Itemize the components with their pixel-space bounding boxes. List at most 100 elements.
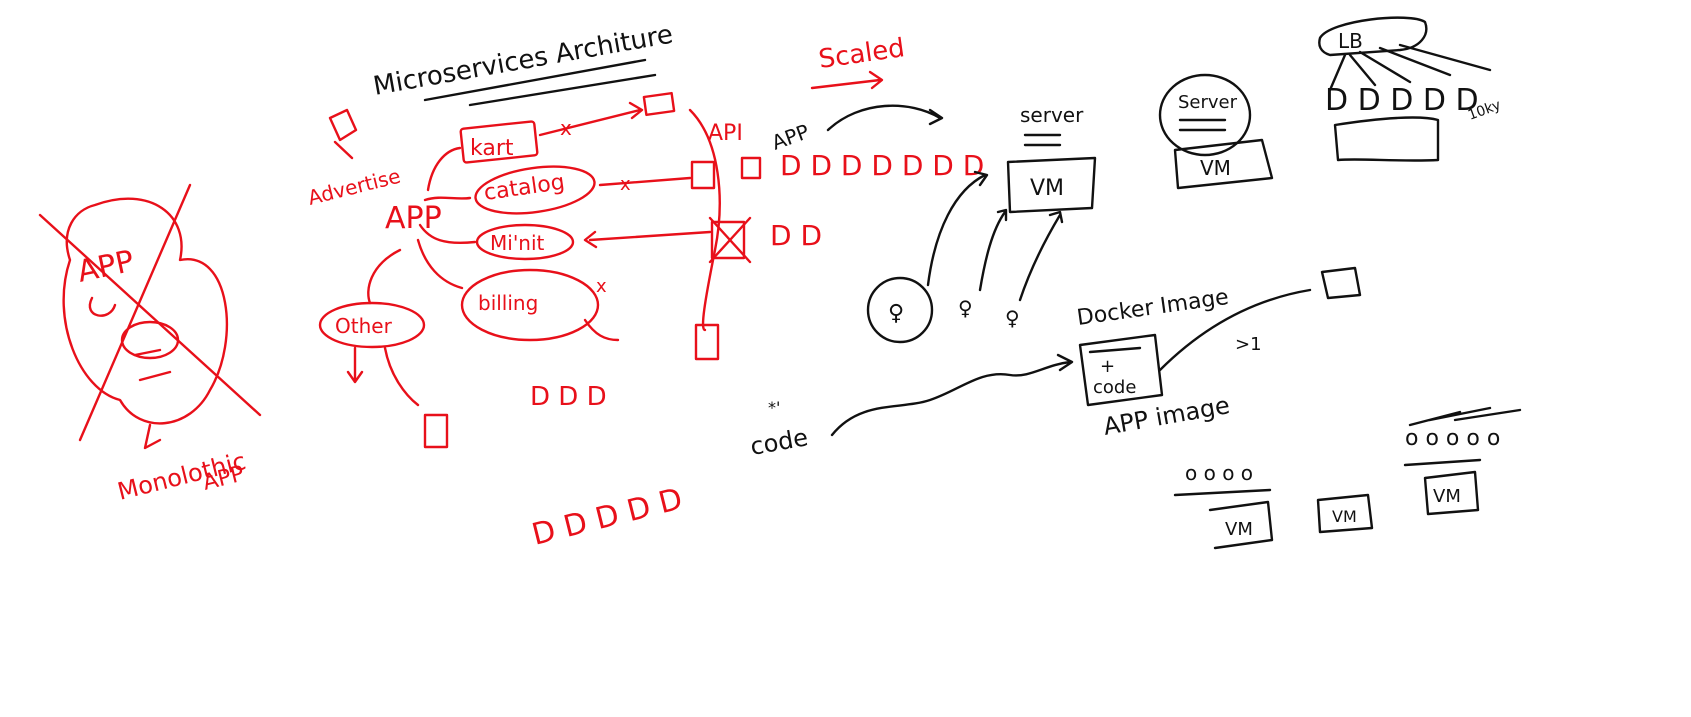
scaled-arrow bbox=[810, 70, 884, 90]
monolith-cross-line-1 bbox=[38, 213, 262, 417]
vm-row-divider-1 bbox=[1173, 488, 1272, 497]
micro-app-label: APP bbox=[385, 201, 442, 236]
user-icon-2: ♀ bbox=[958, 296, 973, 320]
monolith-arrow-curve bbox=[88, 296, 117, 317]
lb-backend-box bbox=[1333, 116, 1440, 162]
api-bracket bbox=[688, 108, 721, 332]
arrow-minit-api bbox=[583, 230, 712, 249]
db-icon bbox=[642, 91, 676, 117]
api-label: API bbox=[708, 121, 743, 146]
arrow-catalog-api bbox=[598, 176, 692, 187]
lb-backend-instances: D D D D D bbox=[1325, 83, 1479, 118]
arrow-app-kart bbox=[426, 146, 462, 192]
service-billing-oval bbox=[460, 268, 600, 342]
scaled-label: Scaled bbox=[817, 33, 907, 75]
service-catalog-label: catalog bbox=[482, 170, 566, 206]
advertise-doc-icon bbox=[328, 108, 358, 160]
docker-code-label: code bbox=[1093, 377, 1136, 398]
deployment-group: APP server VM ♀ ♀ ♀ Server VM LB D D D D… bbox=[748, 16, 1522, 550]
service-other-oval bbox=[318, 301, 426, 349]
target-box bbox=[1320, 266, 1362, 300]
title-group: Microservices Architure bbox=[371, 20, 675, 107]
billing-x-mark: x bbox=[596, 276, 607, 297]
vm-label-4: VM bbox=[1332, 507, 1357, 526]
title-underline-1 bbox=[423, 58, 647, 102]
user-icon-3: ♀ bbox=[1005, 306, 1020, 330]
user-icon-1: ♀ bbox=[888, 301, 904, 326]
docker-plus: + bbox=[1100, 356, 1115, 377]
vm-label-2: VM bbox=[1200, 156, 1231, 180]
vm-box-3 bbox=[1208, 500, 1274, 550]
circles-row-2: o o o o o bbox=[1405, 426, 1500, 451]
docker-box-line bbox=[1088, 346, 1142, 354]
arrow-app-minit bbox=[418, 223, 477, 244]
vm-label-5: VM bbox=[1433, 486, 1461, 507]
service-other-label: Other bbox=[335, 314, 393, 338]
monolith-outer-blob bbox=[62, 197, 228, 425]
arrow-app-catalog bbox=[423, 196, 472, 202]
service-kart-label: kart bbox=[470, 136, 514, 161]
ddd-row3: D D D bbox=[530, 382, 607, 412]
code-star: *' bbox=[768, 398, 780, 417]
vm-box-1 bbox=[1006, 156, 1097, 214]
dd-row2: D D bbox=[770, 219, 822, 252]
ddd-row1-box bbox=[740, 156, 762, 180]
arrow-other-down bbox=[346, 346, 364, 384]
user-arrow-2 bbox=[978, 208, 1008, 292]
monolith-down-arrow bbox=[143, 423, 162, 450]
monolith-group: APP Monolothic APP bbox=[38, 183, 262, 506]
service-catalog-oval bbox=[474, 165, 596, 215]
microservices-group: Advertise APP kart x catalog x Mi'nit bi… bbox=[305, 33, 984, 553]
lb-box bbox=[1318, 16, 1428, 57]
page-title: Microservices Architure bbox=[371, 20, 675, 102]
server-oval-2 bbox=[1158, 73, 1252, 157]
vm-box-4 bbox=[1316, 493, 1374, 534]
arrow-app-billing bbox=[416, 238, 464, 290]
ddd-row4: D D D D D bbox=[528, 482, 686, 553]
ddd-row1: D D D D D D D bbox=[780, 149, 984, 182]
arrow-kart-db bbox=[538, 101, 644, 137]
arrow-other-db bbox=[383, 346, 420, 407]
arrow-app-other bbox=[367, 248, 402, 305]
api-cross-2 bbox=[708, 216, 752, 264]
service-kart-box bbox=[459, 120, 539, 164]
title-underline-2 bbox=[468, 73, 657, 107]
circles-ticks bbox=[1408, 406, 1522, 427]
arrow-billing-out bbox=[583, 318, 620, 342]
vm-label-3: VM bbox=[1225, 519, 1253, 540]
docker-image-box bbox=[1078, 333, 1164, 407]
code-to-image-wave bbox=[830, 353, 1074, 437]
vm-box-2 bbox=[1173, 138, 1274, 190]
image-to-box-line bbox=[1158, 288, 1312, 372]
monolith-app-label: APP bbox=[74, 244, 137, 290]
user-circle bbox=[866, 276, 934, 344]
kart-x-mark: x bbox=[560, 116, 572, 140]
circles-row-1: o o o o bbox=[1185, 461, 1253, 485]
user-arrow-3 bbox=[1018, 210, 1064, 302]
gt-one-label: >1 bbox=[1235, 334, 1262, 355]
api-box-3 bbox=[694, 323, 720, 361]
monolith-dash-1 bbox=[133, 348, 162, 357]
monolith-dash-2 bbox=[138, 370, 172, 382]
catalog-x-mark: x bbox=[620, 174, 631, 195]
vm-box-5 bbox=[1423, 470, 1480, 516]
service-minit-oval bbox=[475, 223, 575, 261]
api-box-crossed bbox=[710, 220, 746, 260]
server-label-1: server bbox=[1020, 103, 1084, 127]
vm-label-1: VM bbox=[1030, 176, 1064, 201]
docker-image-label: Docker Image bbox=[1075, 285, 1230, 331]
service-billing-label: billing bbox=[478, 291, 538, 315]
server-label-2: Server bbox=[1178, 92, 1238, 113]
service-minit-label: Mi'nit bbox=[490, 231, 545, 255]
other-db-icon bbox=[423, 413, 449, 449]
app-image-label: APP image bbox=[1101, 391, 1232, 441]
vm-row-divider-2 bbox=[1403, 458, 1482, 467]
monolith-cross-line-2 bbox=[78, 183, 192, 442]
code-label: code bbox=[748, 423, 810, 461]
api-box-1 bbox=[690, 160, 716, 190]
user-arrow-1 bbox=[926, 170, 989, 287]
lb-label: LB bbox=[1338, 29, 1363, 53]
lb-fanout-lines bbox=[1328, 43, 1492, 92]
app-to-server-arrow bbox=[826, 104, 944, 132]
